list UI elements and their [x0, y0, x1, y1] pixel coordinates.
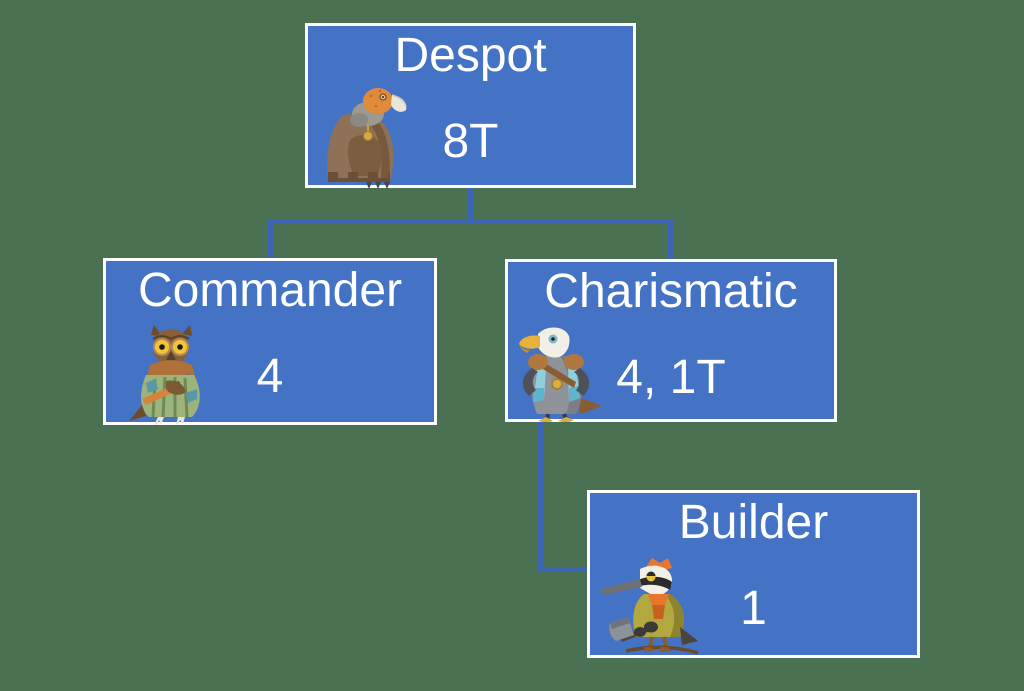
org-node-commander[interactable]: Commander 4 — [103, 258, 437, 425]
node-value: 4 — [256, 350, 284, 403]
owl-character-icon — [129, 325, 200, 425]
org-node-builder[interactable]: Builder 1 — [587, 490, 920, 658]
connector-drop-commander — [268, 224, 273, 258]
node-value: 1 — [740, 582, 767, 635]
node-title: Builder — [678, 496, 829, 549]
eagle-character-icon — [519, 327, 602, 422]
node-title: Commander — [137, 264, 403, 317]
vulture-character-icon — [327, 88, 407, 189]
connector-charismatic-builder-vertical — [538, 422, 543, 572]
connector-horizontal-bar — [268, 219, 673, 224]
node-title: Charismatic — [544, 265, 798, 318]
node-title: Despot — [394, 29, 547, 82]
woodpecker-character-icon — [600, 558, 699, 655]
org-node-charismatic[interactable]: Charismatic 4, 1T — [505, 259, 837, 422]
node-value: 8T — [442, 115, 499, 168]
connector-drop-charismatic — [668, 224, 673, 259]
connector-charismatic-builder-horizontal — [538, 567, 587, 572]
node-value: 4, 1T — [616, 351, 726, 404]
org-node-despot[interactable]: Despot 8T — [305, 23, 636, 189]
connector-despot-stem — [468, 188, 473, 221]
